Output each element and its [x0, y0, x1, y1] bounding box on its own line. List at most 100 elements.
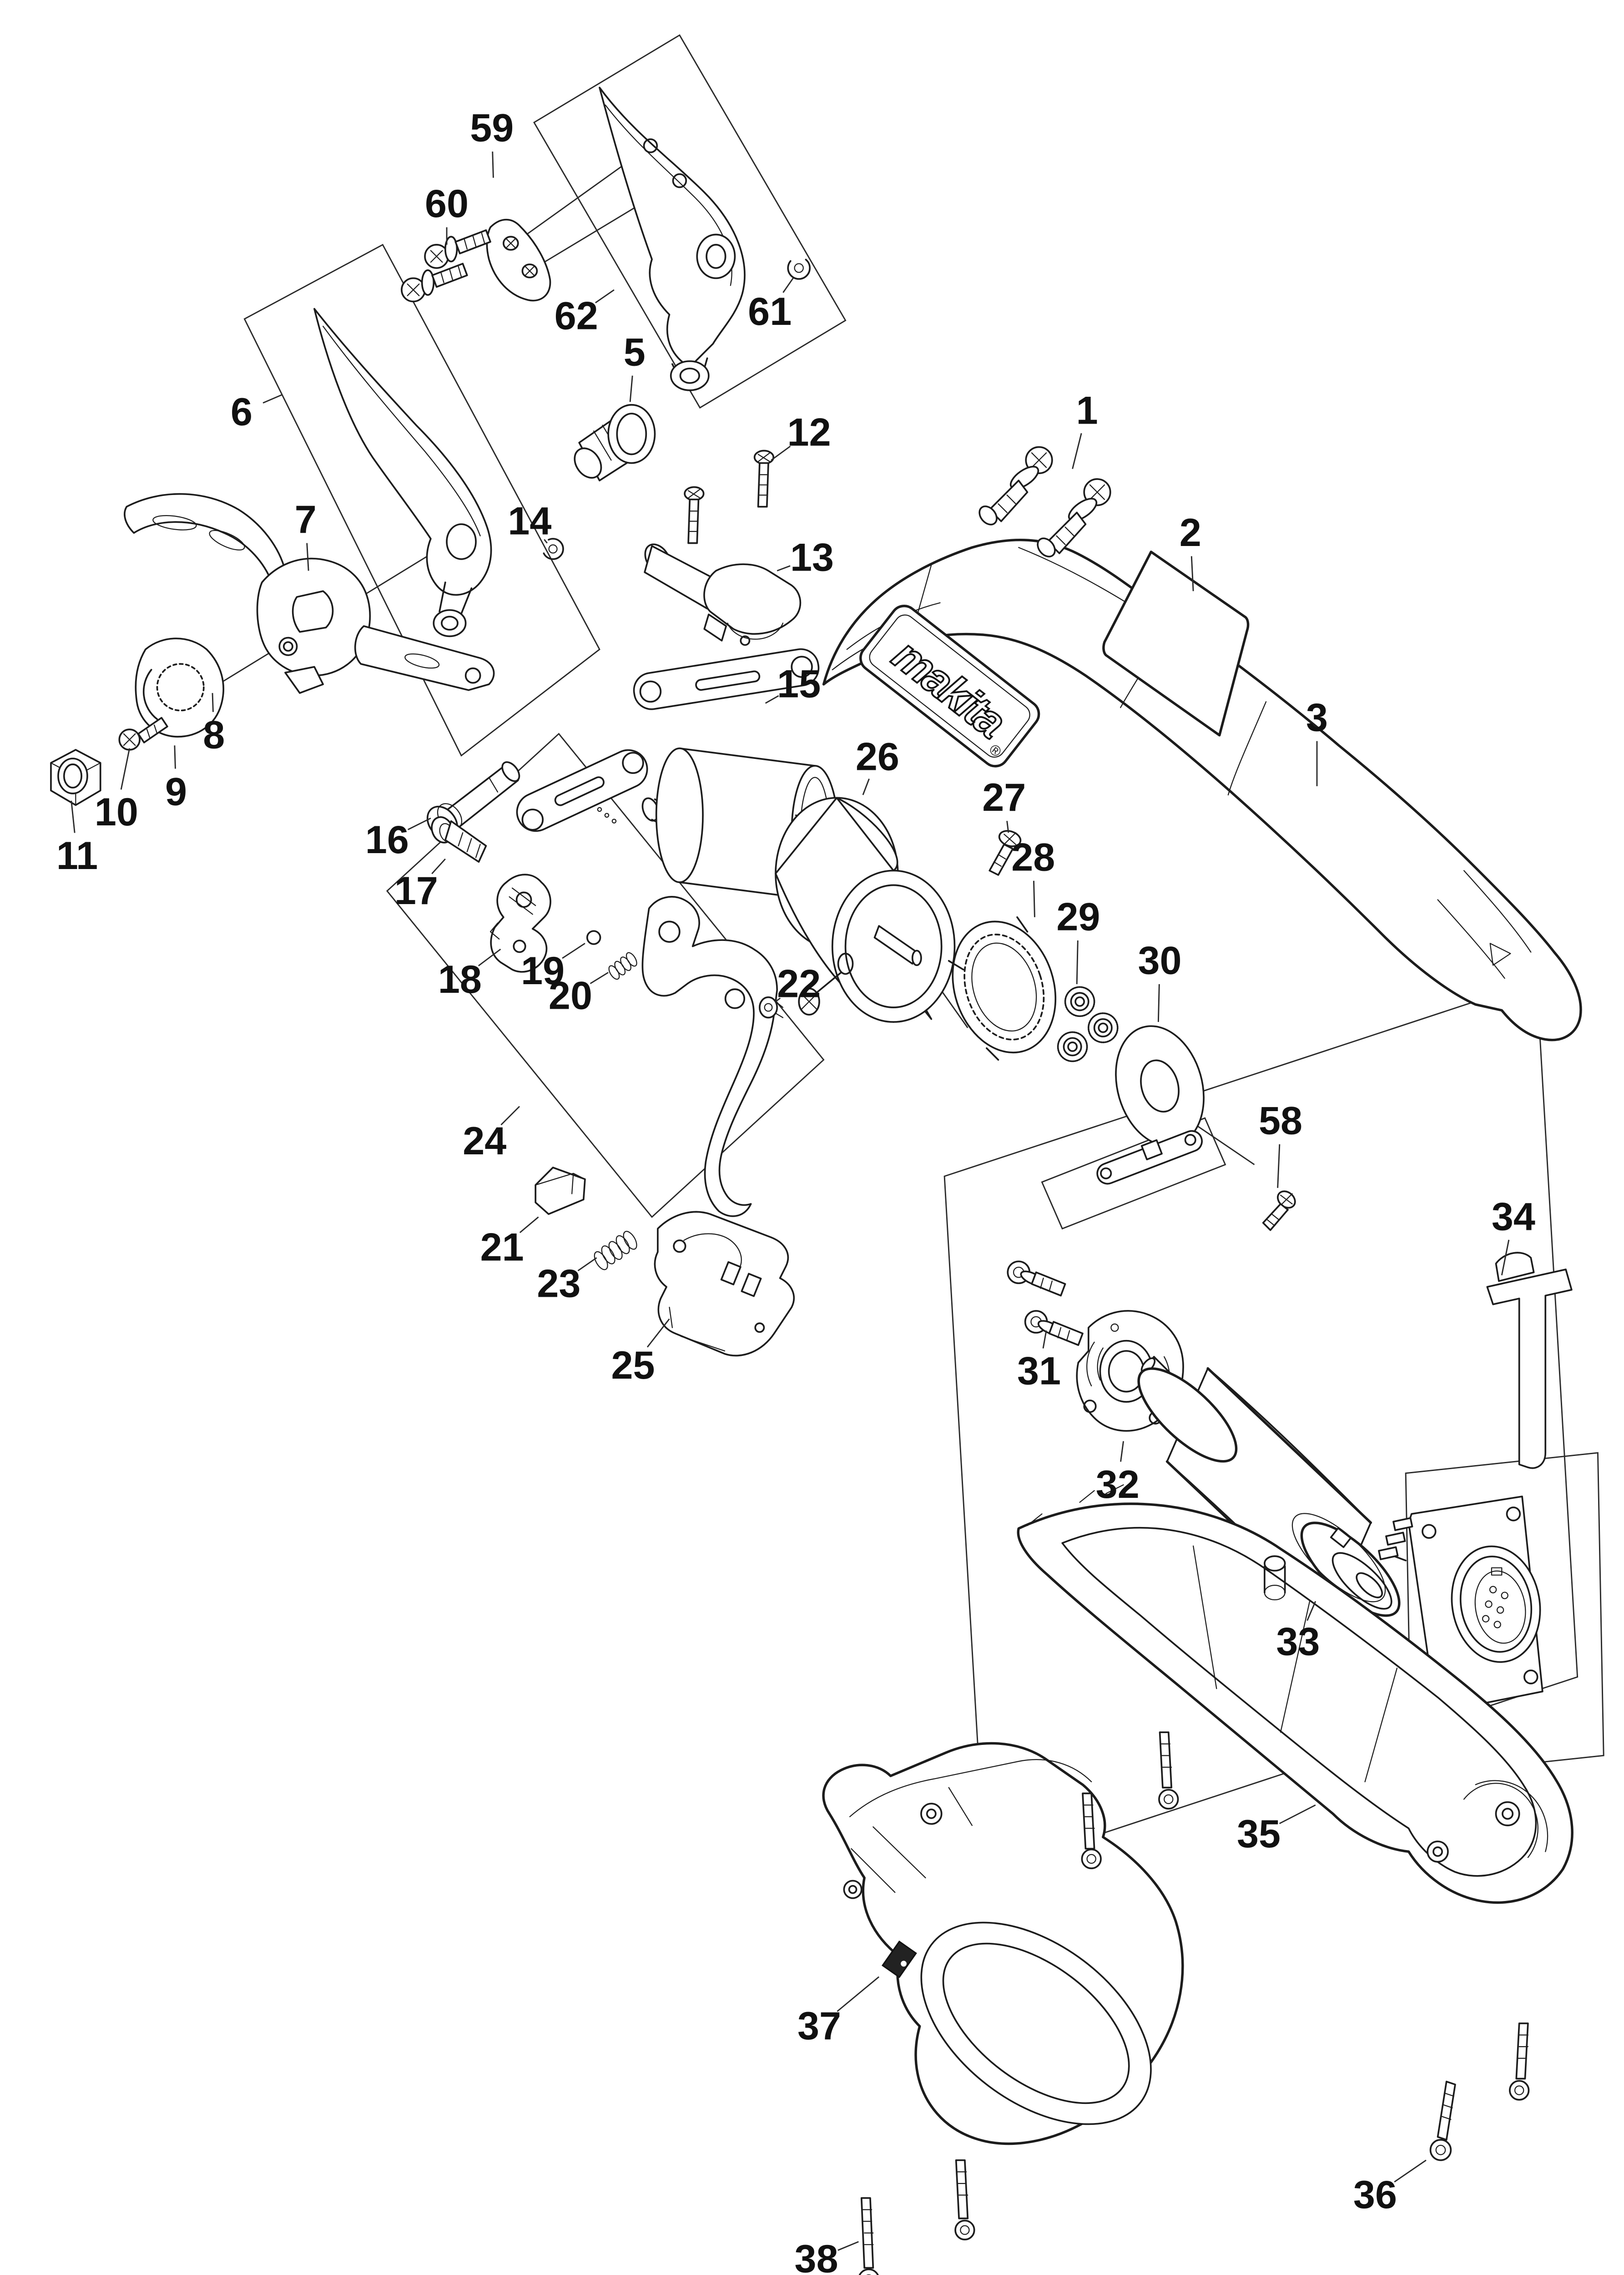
leader-line-37 [837, 1976, 880, 2012]
part-label-21: 21 [480, 1226, 524, 1269]
screw-36 [1429, 2081, 1456, 2161]
leader-line-30 [1157, 984, 1160, 1022]
part-label-8: 8 [203, 713, 225, 757]
part-label-11: 11 [56, 834, 98, 878]
part-label-13: 13 [790, 536, 834, 579]
part-label-31: 31 [1017, 1350, 1061, 1393]
part-label-17: 17 [394, 869, 438, 913]
blade-spacer-59 [486, 218, 551, 302]
ring-gear-28 [948, 916, 1057, 1061]
leader-line-32 [1120, 1441, 1124, 1462]
leader-line-13 [777, 565, 791, 571]
leader-line-2 [1190, 556, 1194, 592]
part-label-19: 19 [521, 949, 565, 993]
leader-line-36 [1394, 2159, 1427, 2183]
leader-line-17 [431, 858, 446, 875]
part-label-10: 10 [95, 790, 138, 834]
leader-line-38 [837, 2241, 859, 2251]
leader-line-20 [590, 972, 609, 984]
part-label-32: 32 [1096, 1463, 1140, 1507]
leader-line-26 [862, 779, 870, 795]
part-label-6: 6 [231, 390, 252, 434]
link-plate-15-upper [633, 648, 820, 710]
housing-half-37 [822, 1742, 1184, 2145]
part-label-24: 24 [463, 1119, 506, 1163]
screws-1 [978, 446, 1111, 558]
part-label-1: 1 [1076, 389, 1098, 432]
leader-line-19 [562, 943, 585, 959]
connector-socket [1378, 1496, 1543, 1713]
leader-line-16 [408, 817, 431, 830]
part-label-62: 62 [555, 294, 598, 338]
leader-line-6 [262, 394, 283, 404]
spring-20 [608, 952, 637, 980]
leader-line-58 [1277, 1144, 1281, 1188]
part-label-37: 37 [797, 2004, 841, 2048]
alignment-arrow-icon [1489, 943, 1511, 966]
part-label-36: 36 [1353, 2173, 1397, 2217]
part-label-30: 30 [1138, 939, 1182, 983]
part-label-7: 7 [295, 498, 317, 541]
switch-holder-25 [654, 1211, 795, 1357]
part-label-14: 14 [508, 499, 551, 543]
part-label-27: 27 [982, 776, 1026, 819]
e-ring-61 [787, 256, 811, 280]
leader-line-31 [1042, 1330, 1047, 1349]
screw-10 [118, 717, 168, 751]
leader-line-11 [71, 800, 76, 833]
e-ring-14 [542, 538, 564, 560]
part-label-59: 59 [470, 106, 514, 150]
upper-blade-62 [599, 86, 746, 391]
part-label-15: 15 [777, 662, 821, 706]
leader-line-12 [771, 445, 791, 461]
shoulder-screw-17 [431, 816, 487, 863]
leader-line-27 [1006, 821, 1009, 833]
part-label-18: 18 [438, 958, 482, 1001]
housing-screws [954, 1731, 1530, 2240]
lock-plate-9 [135, 637, 224, 738]
part-label-12: 12 [787, 410, 831, 454]
leader-line-7 [306, 543, 309, 571]
flanged-spindle-5 [574, 404, 656, 481]
assembly-box-motor-kit [943, 980, 1579, 1873]
leader-line-29 [1076, 940, 1079, 984]
leader-line-25 [646, 1318, 670, 1348]
hex-nut-11 [50, 749, 101, 806]
leader-line-33 [1306, 1601, 1316, 1621]
part-label-28: 28 [1011, 835, 1055, 879]
motor-33 [1137, 1356, 1407, 1617]
assembly-box-lower-blade-kit [243, 243, 600, 757]
leader-line-22 [775, 997, 781, 1002]
part-label-38: 38 [795, 2237, 838, 2275]
leader-line-15 [765, 695, 779, 704]
cam-lever-18 [489, 874, 551, 973]
part-label-5: 5 [624, 330, 646, 374]
part-label-25: 25 [611, 1344, 655, 1387]
leader-line-18 [478, 948, 501, 966]
housing-half-35 [1017, 1484, 1574, 1904]
part-label-3: 3 [1306, 696, 1328, 739]
part-label-20: 20 [549, 974, 592, 1017]
leader-line-59 [492, 152, 494, 178]
screw-58 [1262, 1190, 1296, 1231]
leader-line-34 [1501, 1239, 1510, 1275]
screws-60 [401, 229, 491, 303]
part-label-22: 22 [777, 962, 821, 1006]
leader-line-9 [174, 745, 176, 769]
screw-38 [858, 2197, 879, 2275]
set-screw-22 [758, 996, 784, 1019]
part-label-16: 16 [365, 818, 409, 862]
leader-line-35 [1279, 1804, 1316, 1825]
part-label-2: 2 [1180, 511, 1201, 555]
rubber-block-21 [535, 1167, 586, 1215]
lock-lever-plate [1096, 1130, 1203, 1185]
part-label-61: 61 [748, 290, 792, 334]
cutting-blade-6 [313, 308, 492, 637]
trigger-lever [641, 896, 778, 1217]
label-sticker-2 [1102, 551, 1250, 737]
gear-case-26 [775, 797, 956, 1023]
part-label-35: 35 [1237, 1812, 1281, 1856]
leader-line-62 [595, 289, 615, 303]
